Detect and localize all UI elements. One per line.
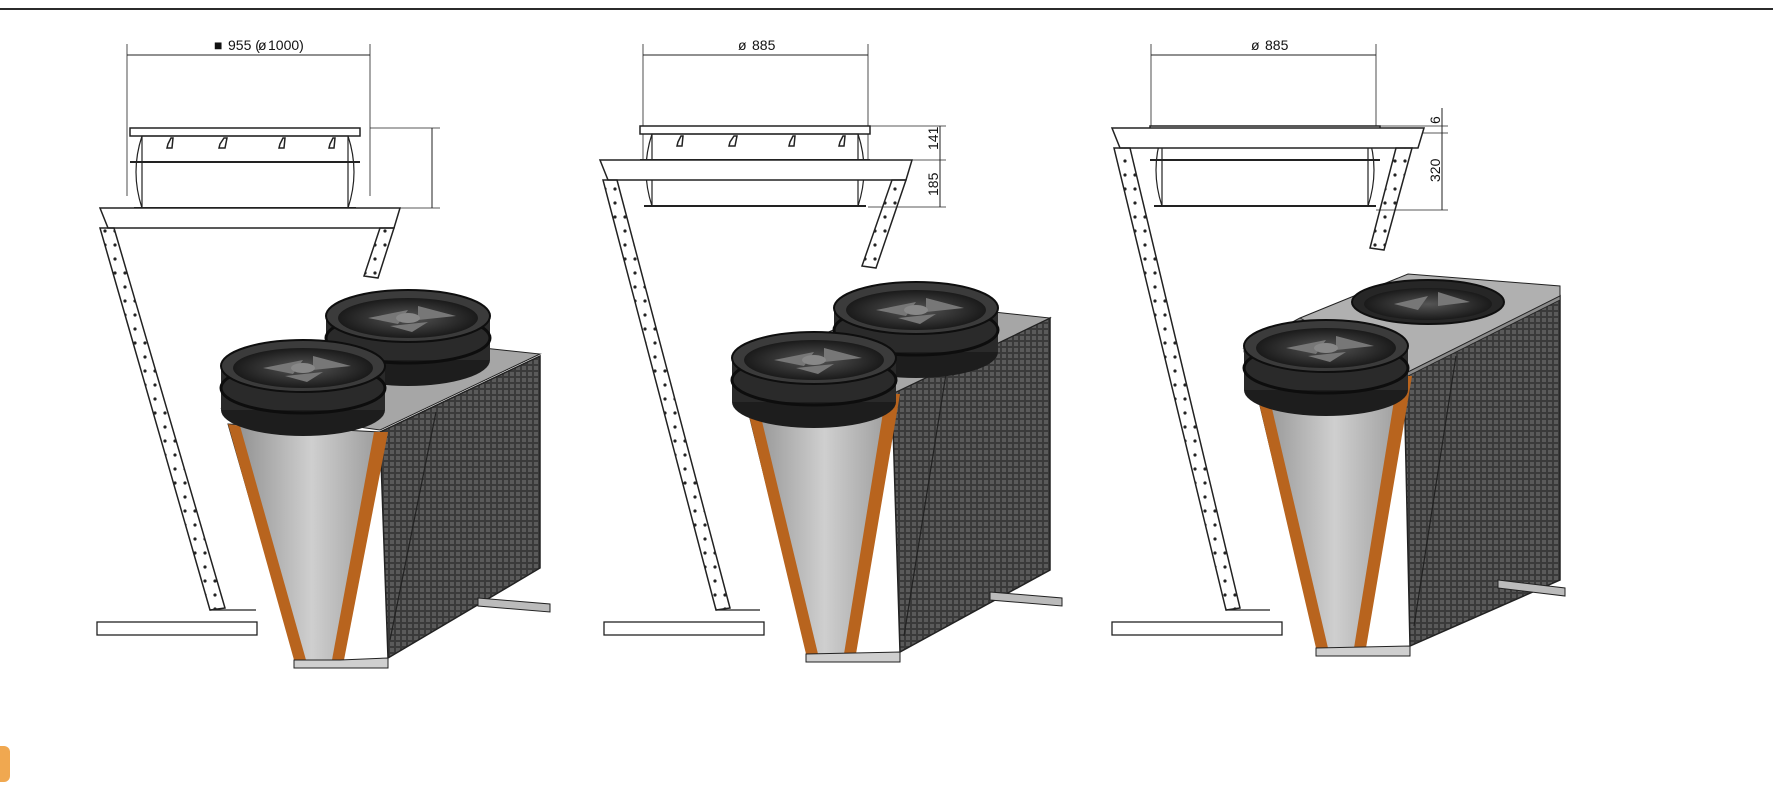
view-1-square-symbol: ■ [214, 37, 222, 53]
view-2-diameter-symbol: ø [738, 37, 747, 53]
view-3-drawing: ø 885 6 320 [1110, 37, 1566, 657]
view-1-width-label: 955 ( [228, 37, 260, 53]
view-1-drawing: ■ 955 ( ø 1000) [96, 37, 551, 669]
view-3-diameter-symbol: ø [1251, 37, 1260, 53]
view-3-height-6: 6 [1427, 116, 1443, 124]
view-2-height-185: 185 [925, 172, 941, 196]
view-2-width-label: 885 [752, 37, 776, 53]
view-3-width-label: 885 [1265, 37, 1289, 53]
view-3-height-320: 320 [1427, 158, 1443, 182]
view-2-height-141: 141 [925, 126, 941, 150]
view-1-alt-label: 1000) [268, 37, 304, 53]
view-2-drawing: ø 885 141 185 [598, 37, 1063, 663]
top-rule [0, 8, 1773, 10]
view-1-diameter-symbol: ø [258, 37, 267, 53]
page-edge-tab [0, 746, 10, 782]
